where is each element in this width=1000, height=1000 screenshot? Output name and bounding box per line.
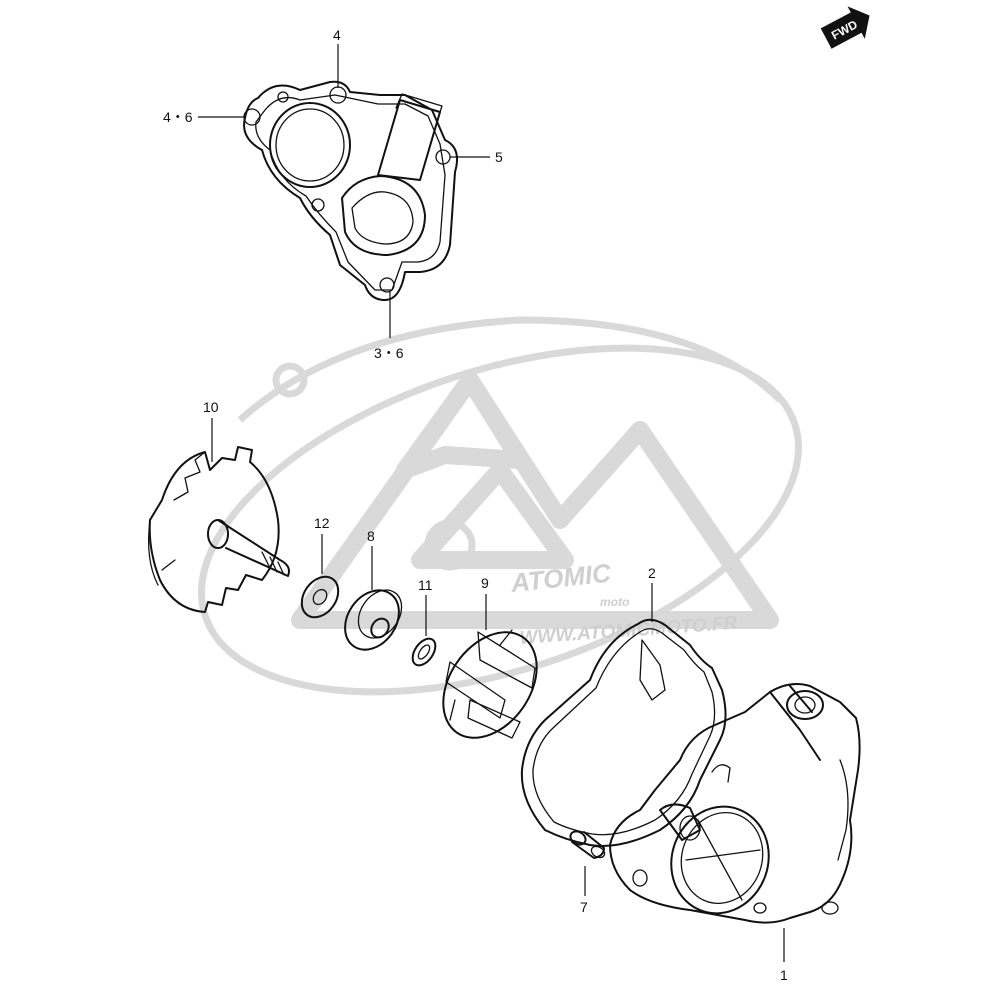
pump-drive-gear [148, 446, 290, 613]
callout-3-6: 3・6 [374, 345, 404, 361]
callout-4-6: 4・6 [163, 109, 193, 125]
callout-1: 1 [780, 967, 788, 983]
callout-4: 4 [333, 27, 341, 43]
mechanical-seal [344, 589, 403, 651]
seal-ring [411, 637, 437, 667]
dowel-pin [569, 830, 606, 859]
cover-gasket [520, 618, 727, 847]
fwd-direction-marker: FWD [820, 6, 870, 49]
callout-11: 11 [418, 577, 433, 593]
callout-2: 2 [648, 565, 656, 581]
callout-5: 5 [495, 149, 503, 165]
watermark-logo: ATOMIC moto WWW.ATOMICMOTO.FR [198, 316, 802, 696]
watermark-sub: moto [600, 595, 629, 609]
impeller [442, 629, 538, 739]
callout-10: 10 [203, 399, 219, 415]
fwd-arrow-icon [820, 6, 870, 49]
water-pump-cover [243, 80, 458, 301]
washer [300, 575, 340, 619]
callout-7: 7 [580, 899, 588, 915]
water-pump-body [609, 683, 861, 924]
callout-12: 12 [314, 515, 330, 531]
callout-8: 8 [367, 528, 375, 544]
callout-9: 9 [481, 575, 489, 591]
